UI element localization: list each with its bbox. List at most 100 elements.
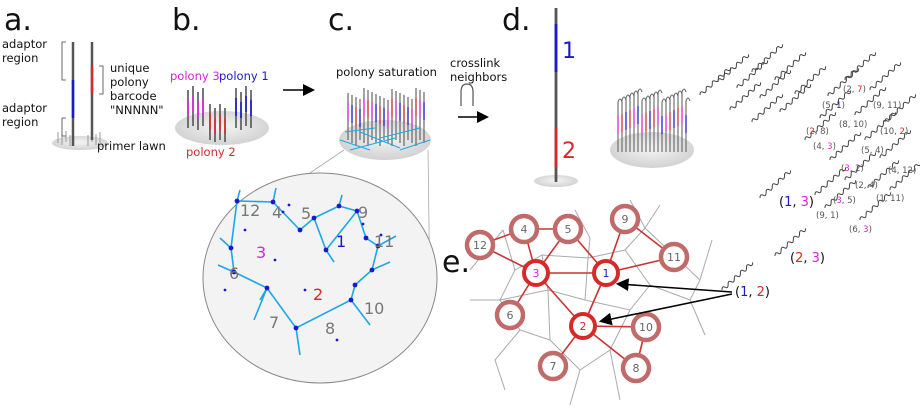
panel-a: a. adaptor region unique polony barcode …	[2, 3, 166, 153]
graph-node-5-label: 5	[565, 223, 572, 236]
panel-d-label: d.	[502, 3, 531, 38]
loop-strand	[657, 89, 663, 152]
mag-num-2: 2	[313, 285, 323, 304]
panel-b-disk	[175, 111, 269, 145]
sat-link	[339, 139, 371, 151]
pair-3-5: (3, 5)	[833, 196, 856, 206]
amplicon-glyph	[829, 132, 862, 161]
mag-num-12: 12	[240, 201, 260, 220]
crosslinked-strands	[617, 88, 691, 152]
crosslink-step: crosslink neighbors	[450, 56, 507, 123]
graph-node-12-label: 12	[473, 239, 487, 252]
amplicon-glyph	[867, 160, 900, 189]
pair-1-3: (1, 3)	[779, 195, 814, 210]
magnified-view	[202, 172, 438, 384]
pair-4-3: (4, 3)	[813, 142, 836, 152]
pair-2-7: (2, 7)	[843, 85, 866, 95]
sat-link	[349, 137, 396, 151]
amplicon-glyph	[859, 192, 892, 221]
amplicon-glyph	[759, 70, 792, 99]
bracket-adaptor-top	[61, 41, 66, 81]
panel-d: d. 1 2	[502, 3, 578, 187]
polony-saturation-label: polony saturation	[336, 65, 437, 79]
polony-2-label: polony 2	[186, 145, 236, 159]
amplicon-glyph	[721, 262, 754, 291]
primer-lawn-label: primer lawn	[97, 139, 166, 153]
mag-num-11: 11	[374, 232, 394, 251]
amplicon-glyph	[774, 52, 807, 81]
polony-3-label: polony 3	[170, 69, 220, 83]
graph-node-3	[522, 259, 550, 287]
graph-node-4	[508, 213, 540, 245]
sat-link	[399, 139, 431, 151]
amplicon-glyph	[794, 66, 827, 95]
graph-node-1-label: 1	[603, 267, 610, 280]
arrow-to-node-2	[598, 293, 733, 326]
amplicon-glyph	[864, 112, 897, 141]
panel-e-label: e.	[442, 245, 470, 280]
amplicon-glyph	[854, 87, 887, 116]
graph-node-8-label: 8	[633, 362, 640, 375]
amplicon-glyph	[774, 228, 807, 257]
boundary-junctions	[223, 198, 383, 342]
polony-1-cluster	[235, 86, 252, 130]
graph-node-12	[464, 229, 496, 261]
crosslinked-polony	[610, 88, 694, 168]
graph-node-11	[658, 241, 690, 273]
graph-node-6-label: 6	[507, 309, 514, 322]
mag-num-5: 5	[301, 204, 311, 223]
amplicon-glyph	[699, 67, 732, 96]
crosslink-loop-icon	[460, 83, 474, 106]
mag-num-10: 10	[364, 299, 384, 318]
loop-strand	[637, 88, 643, 152]
neighbor-graph-edges	[479, 218, 675, 369]
amplicon-pairs: (2, 7) (5, 1) (9, 11) (2, 8) (8, 10) (10…	[699, 44, 920, 300]
polony-boundaries	[217, 187, 397, 356]
amplicon-glyph	[869, 62, 902, 91]
graph-node-11-label: 11	[667, 251, 681, 264]
loop-strand	[685, 97, 691, 152]
magnified-numbers: 12 4 5 9 1 11 3 6 2 7 10 8	[229, 201, 394, 338]
amplicon-glyph	[879, 130, 912, 159]
pair-5-1: (5, 1)	[822, 101, 845, 111]
pair-5-4: (5, 4)	[861, 146, 884, 156]
amplicon-glyph	[844, 152, 877, 181]
graph-node-3-label: 3	[533, 267, 540, 280]
graph-node-7	[537, 350, 569, 382]
sat-link	[344, 127, 376, 133]
amplicon-glyph	[779, 84, 812, 113]
amplicon-glyph	[759, 170, 792, 199]
panel-c: c. polony saturation	[202, 3, 438, 384]
pair-3-2: (3, 2)	[841, 164, 864, 174]
adaptor-region-top-label: adaptor region	[2, 37, 51, 65]
polony-2-cluster	[209, 104, 226, 142]
mag-num-3: 3	[256, 243, 266, 262]
primer-stubs	[57, 131, 101, 146]
pair-10-2: (10, 2)	[880, 127, 908, 137]
amplicon-glyph	[824, 180, 857, 209]
panel-c-disk	[339, 120, 431, 160]
amplicon-glyph	[844, 52, 877, 81]
sat-link	[379, 127, 421, 139]
mag-num-6: 6	[229, 264, 239, 283]
amplicon-glyph	[729, 82, 762, 111]
polony-3-cluster	[187, 86, 204, 130]
panel-c-label: c.	[328, 3, 354, 38]
amplicon-glyph	[819, 90, 852, 119]
amplicon-glyph	[751, 94, 784, 123]
amplicon-glyph	[827, 68, 860, 97]
mag-num-1: 1	[336, 232, 346, 251]
graph-node-9	[609, 203, 641, 235]
pair-4-12: (4, 12)	[888, 166, 916, 176]
adaptor-region-bottom-label: adaptor region	[2, 101, 51, 129]
mag-num-8: 8	[325, 319, 335, 338]
graph-node-1	[592, 259, 620, 287]
pair-2-4: (2, 4)	[855, 181, 878, 191]
graph-node-2-label: 2	[580, 320, 587, 333]
graph-node-10	[630, 311, 662, 343]
bracket-adaptor-bottom	[61, 117, 66, 137]
